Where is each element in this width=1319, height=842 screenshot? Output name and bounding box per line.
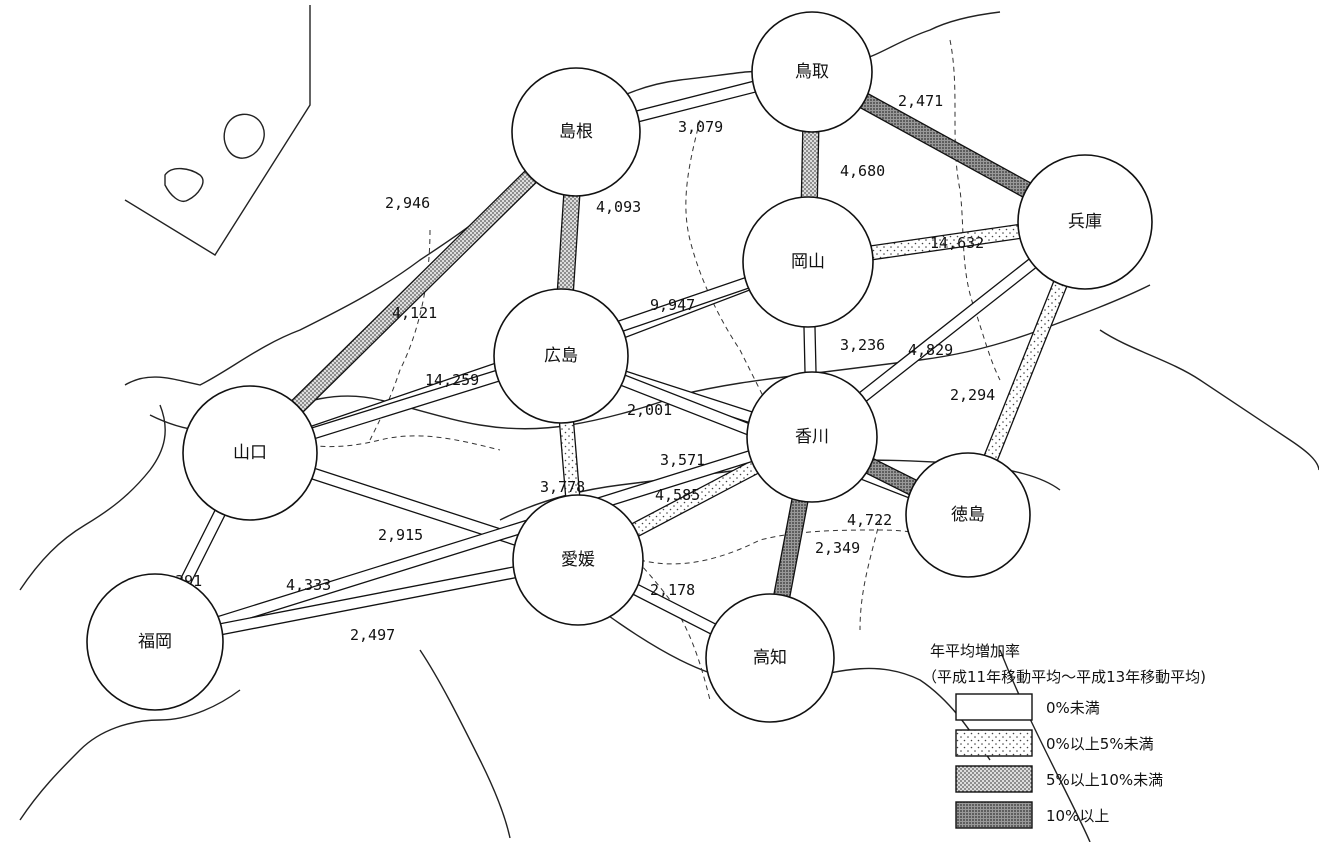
legend-label-0: 0%未満 — [1046, 699, 1100, 717]
flow-value-hiroshima-kagawa: 2,001 — [627, 401, 672, 419]
prefecture-node-fukuoka — [86, 573, 224, 711]
legend-label-1: 0%以上5%未満 — [1046, 735, 1154, 753]
legend-swatch-3 — [955, 801, 1033, 829]
flow-value-fukuoka-kagawa: 4,333 — [286, 576, 331, 594]
prefecture-label-kochi: 高知 — [753, 648, 787, 668]
prefecture-label-shimane: 島根 — [559, 122, 593, 142]
flow-value-hiroshima-tokushima: 3,571 — [660, 451, 705, 469]
prefecture-node-kochi — [705, 593, 835, 723]
flow-value-shimane-yamaguchi: 2,946 — [385, 194, 430, 212]
flow-value-yamaguchi-ehime: 2,915 — [378, 526, 423, 544]
prefecture-label-hiroshima: 広島 — [544, 346, 578, 366]
prefecture-node-ehime — [512, 494, 644, 626]
legend: 年平均増加率 （平成11年移動平均～平成13年移動平均) 0%未満 0%以上5%未… — [922, 642, 1206, 829]
prefecture-node-okayama — [742, 196, 874, 328]
prefecture-label-fukuoka: 福岡 — [138, 632, 172, 652]
flow-value-fukuoka-ehime: 2,497 — [350, 626, 395, 644]
flow-value-kagawa-kochi: 2,349 — [815, 539, 860, 557]
legend-swatch-0 — [955, 693, 1033, 721]
prefecture-node-tokushima — [905, 452, 1031, 578]
prefecture-node-kagawa — [746, 371, 878, 503]
flow-value-kagawa-hyogo: 4,829 — [908, 341, 953, 359]
flow-value-kagawa-tokushima: 4,722 — [847, 511, 892, 529]
prefecture-node-tottori — [751, 11, 873, 133]
prefecture-node-shimane — [511, 67, 641, 197]
prefecture-label-okayama: 岡山 — [791, 252, 825, 272]
legend-label-2: 5%以上10%未満 — [1046, 771, 1163, 789]
flow-value-okayama-kagawa: 3,236 — [840, 336, 885, 354]
flow-value-tottori-okayama: 4,680 — [840, 162, 885, 180]
prefecture-label-hyogo: 兵庫 — [1068, 212, 1102, 232]
prefecture-label-tottori: 鳥取 — [795, 62, 829, 82]
flow-value-yamaguchi-hiroshima: 14,259 — [425, 371, 479, 389]
flow-value-ehime-kagawa: 4,585 — [655, 486, 700, 504]
legend-swatch-2 — [955, 765, 1033, 793]
flow-value-hiroshima-okayama: 9,947 — [650, 296, 695, 314]
prefecture-node-hiroshima — [493, 288, 629, 424]
legend-title: 年平均増加率 — [930, 642, 1020, 660]
flow-value-shimane-tottori: 3,079 — [678, 118, 723, 136]
legend-swatch-1 — [955, 729, 1033, 757]
prefecture-node-yamaguchi — [182, 385, 318, 521]
flow-value-shimane-hiroshima: 4,093 — [596, 198, 641, 216]
prefecture-label-kagawa: 香川 — [795, 427, 829, 447]
prefecture-label-ehime: 愛媛 — [561, 550, 595, 570]
prefecture-label-yamaguchi: 山口 — [233, 443, 267, 463]
flow-value-tottori-hyogo: 2,471 — [898, 92, 943, 110]
flow-value-ehime-kochi: 2,178 — [650, 581, 695, 599]
legend-label-3: 10%以上 — [1046, 807, 1109, 825]
flow-value-yamaguchi-okayama: 4,121 — [392, 304, 437, 322]
prefecture-label-tokushima: 徳島 — [951, 505, 985, 525]
flow-value-hiroshima-ehime: 3,778 — [540, 478, 585, 496]
flow-value-okayama-hyogo: 14,632 — [930, 234, 984, 252]
legend-subtitle: （平成11年移動平均～平成13年移動平均) — [922, 668, 1206, 686]
prefecture-node-hyogo — [1017, 154, 1153, 290]
flow-value-tokushima-hyogo: 2,294 — [950, 386, 995, 404]
